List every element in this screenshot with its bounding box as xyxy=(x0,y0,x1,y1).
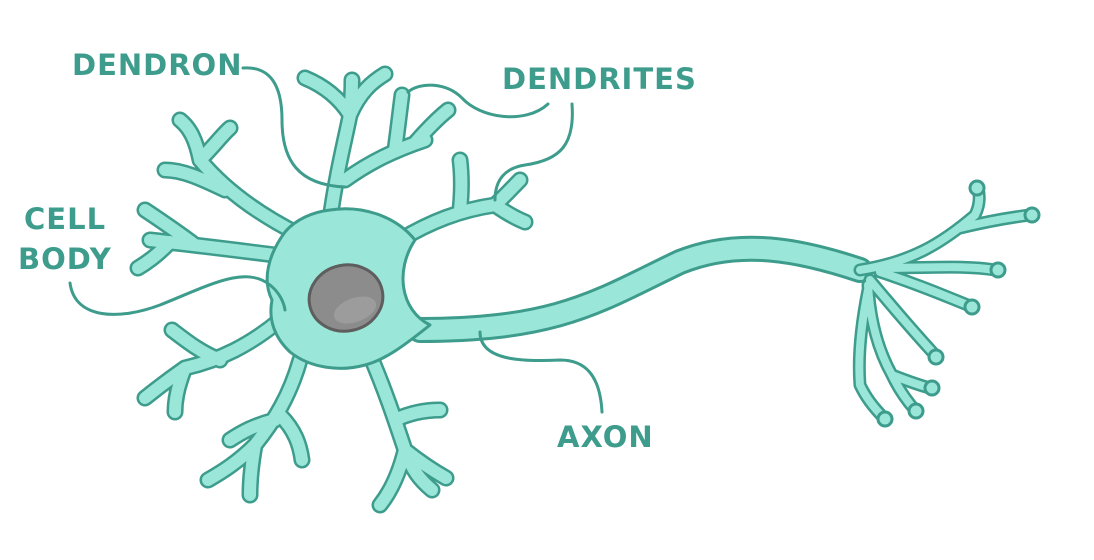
axon-leader-line xyxy=(480,332,602,412)
axon-terminals-fill xyxy=(859,188,1030,418)
cell-body-label-line1: CELL xyxy=(24,200,106,238)
axon-label: AXON xyxy=(557,418,654,456)
cell-body-leader-line xyxy=(70,277,285,315)
dendron-label: DENDRON xyxy=(72,46,242,84)
dendrites-label: DENDRITES xyxy=(502,60,697,98)
axon xyxy=(420,249,860,330)
cell-body-label-line2: BODY xyxy=(18,240,112,278)
